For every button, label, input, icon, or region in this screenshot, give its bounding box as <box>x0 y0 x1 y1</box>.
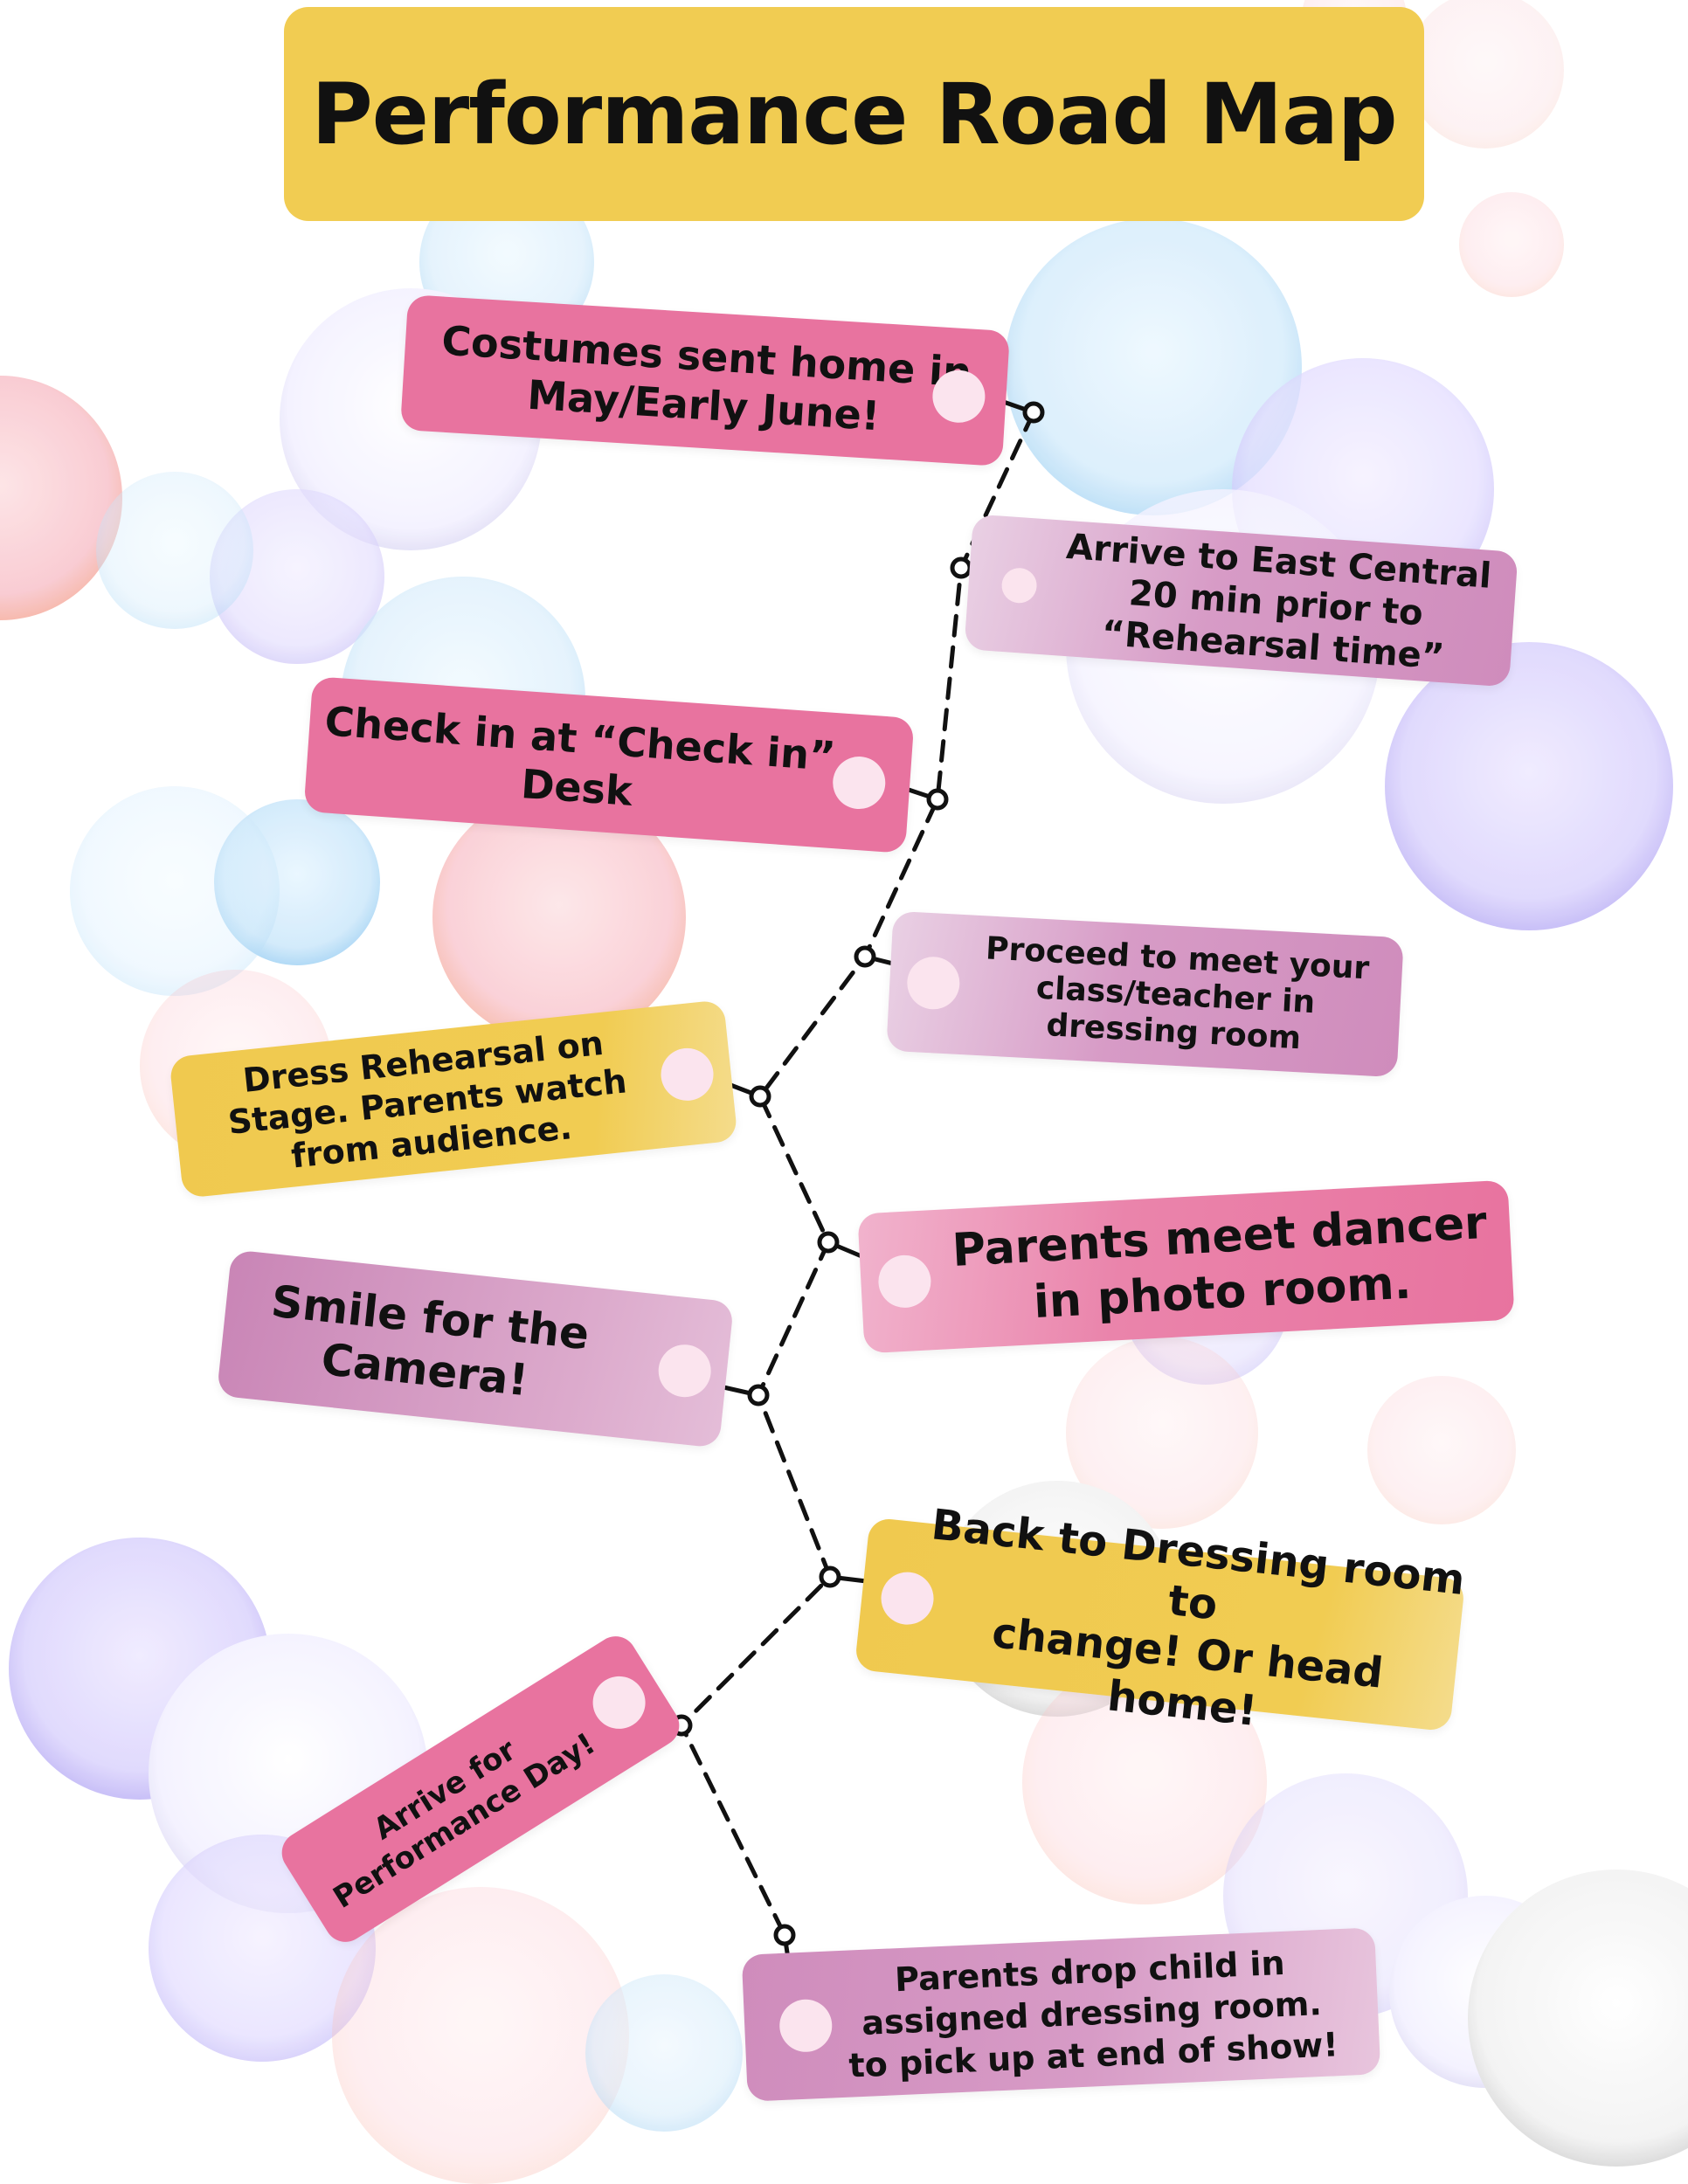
step-label: Smile for the Camera! <box>268 1275 592 1406</box>
connector-dot <box>905 955 961 1011</box>
step-parents-drop-child: Parents drop child in assigned dressing … <box>741 1927 1381 2102</box>
connector-dot <box>658 1045 716 1103</box>
step-label: Parents drop child in assigned dressing … <box>847 1943 1339 2085</box>
title-banner: Performance Road Map <box>284 7 1424 221</box>
step-label: Arrive to East Central 20 min prior to “… <box>1065 526 1493 677</box>
connector-dot <box>778 1998 834 2054</box>
connector-dot <box>876 1254 932 1310</box>
step-back-to-dressing-room: Back to Dressing room to change! Or head… <box>854 1500 1467 1735</box>
step-label: Proceed to meet your class/teacher in dr… <box>985 930 1371 1057</box>
step-label: Costumes sent home in May/Early June! <box>439 316 973 439</box>
connector-dot <box>655 1342 714 1400</box>
step-label: Check in at “Check in” Desk <box>323 696 838 815</box>
connector-dot <box>583 1666 655 1739</box>
connector-dot <box>1000 566 1038 605</box>
connector-dot <box>831 754 888 811</box>
page-title: Performance Road Map <box>311 65 1397 163</box>
step-proceed-to-class: Proceed to meet your class/teacher in dr… <box>886 910 1404 1078</box>
step-label: Parents meet dancer in photo room. <box>951 1196 1489 1330</box>
